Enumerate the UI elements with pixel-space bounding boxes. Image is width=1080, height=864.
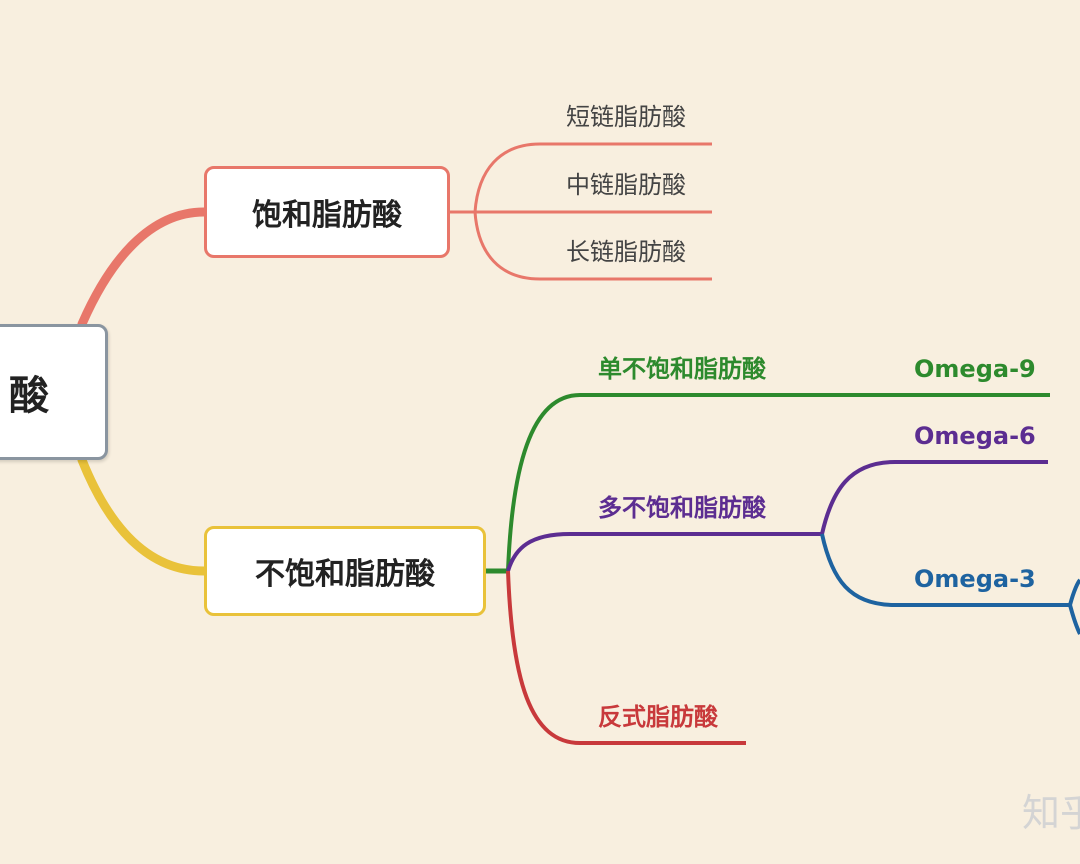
root-node: 酸 bbox=[0, 324, 108, 460]
saturated-node-label: 饱和脂肪酸 bbox=[252, 198, 402, 233]
connector-poly-omega3 bbox=[820, 533, 1070, 607]
omega9-label: Omega-9 bbox=[914, 355, 1036, 383]
saturated-child-short: 短链脂肪酸 bbox=[566, 103, 686, 131]
omega3-label: Omega-3 bbox=[914, 565, 1036, 593]
connector-root-saturated bbox=[77, 207, 209, 329]
mono-unsaturated-label: 单不饱和脂肪酸 bbox=[598, 355, 766, 383]
unsaturated-node: 不饱和脂肪酸 bbox=[204, 526, 486, 616]
connector-unsat-trans bbox=[506, 570, 746, 745]
saturated-child-medium: 中链脂肪酸 bbox=[566, 171, 686, 199]
watermark-logo: 知乎 bbox=[1022, 791, 1080, 835]
saturated-child-long: 长链脂肪酸 bbox=[566, 238, 686, 266]
unsaturated-node-label: 不饱和脂肪酸 bbox=[255, 557, 435, 592]
connector-unsat-mono bbox=[506, 393, 1050, 572]
connector-omega3-continuation bbox=[1068, 578, 1080, 606]
omega6-label: Omega-6 bbox=[914, 422, 1036, 450]
poly-unsaturated-label: 多不饱和脂肪酸 bbox=[598, 494, 766, 522]
trans-fat-label: 反式脂肪酸 bbox=[598, 703, 718, 731]
connector-sat-long bbox=[473, 211, 712, 281]
connector-unsat-poly bbox=[506, 532, 822, 572]
connector-poly-omega6 bbox=[820, 460, 1048, 535]
root-node-label: 酸 bbox=[9, 373, 49, 419]
saturated-node: 饱和脂肪酸 bbox=[204, 166, 450, 258]
connector-omega3-continuation-lower bbox=[1068, 604, 1080, 635]
connector-sat-short bbox=[450, 142, 712, 214]
connector-root-unsaturated bbox=[77, 455, 209, 576]
